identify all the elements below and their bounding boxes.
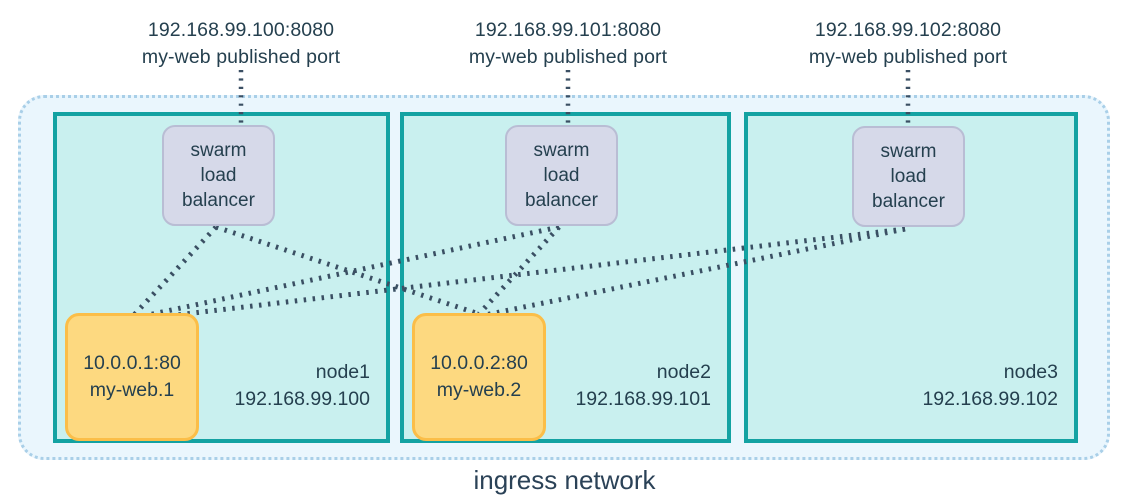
lb-line-1: swarm (190, 140, 247, 161)
lb-line-3: balancer (872, 191, 945, 212)
task-address: 10.0.0.1:80 (83, 352, 181, 374)
published-port-label-node3: 192.168.99.102:8080 my-web published por… (788, 17, 1028, 71)
published-port-address: 192.168.99.100:8080 (147, 19, 335, 41)
lb-line-1: swarm (533, 140, 590, 161)
swarm-load-balancer-node3[interactable]: swarm load balancer (852, 126, 965, 227)
node-caption-node3: node3 192.168.99.102 (922, 359, 1058, 413)
lb-line-2: load (200, 165, 237, 186)
node-ip-node1: 192.168.99.100 (234, 388, 370, 410)
node-name-node3: node3 (1003, 361, 1058, 383)
lb-line-1: swarm (880, 141, 937, 162)
node-ip-node2: 192.168.99.101 (575, 388, 711, 410)
swarm-load-balancer-node2[interactable]: swarm load balancer (505, 125, 618, 226)
lb-line-3: balancer (182, 190, 255, 211)
published-port-address: 192.168.99.101:8080 (474, 19, 662, 41)
task-name: my-web.2 (436, 379, 522, 401)
published-port-description: my-web published port (141, 46, 341, 68)
node-caption-node1: node1 192.168.99.100 (234, 359, 370, 413)
published-port-label-node1: 192.168.99.100:8080 my-web published por… (121, 17, 361, 71)
node-name-node2: node2 (656, 361, 711, 383)
task-container-my-web-1[interactable]: 10.0.0.1:80 my-web.1 (65, 313, 199, 441)
published-port-address: 192.168.99.102:8080 (814, 19, 1002, 41)
node-name-node1: node1 (315, 361, 370, 383)
task-name: my-web.1 (89, 379, 175, 401)
lb-line-2: load (890, 166, 927, 187)
node-ip-node3: 192.168.99.102 (922, 388, 1058, 410)
ingress-network-label: ingress network (473, 465, 656, 495)
node-caption-node2: node2 192.168.99.101 (575, 359, 711, 413)
task-address: 10.0.0.2:80 (430, 352, 528, 374)
lb-line-2: load (543, 165, 580, 186)
task-container-my-web-2[interactable]: 10.0.0.2:80 my-web.2 (412, 313, 546, 441)
published-port-description: my-web published port (468, 46, 668, 68)
lb-line-3: balancer (525, 190, 598, 211)
swarm-load-balancer-node1[interactable]: swarm load balancer (162, 125, 275, 226)
published-port-label-node2: 192.168.99.101:8080 my-web published por… (448, 17, 688, 71)
published-port-description: my-web published port (808, 46, 1008, 68)
